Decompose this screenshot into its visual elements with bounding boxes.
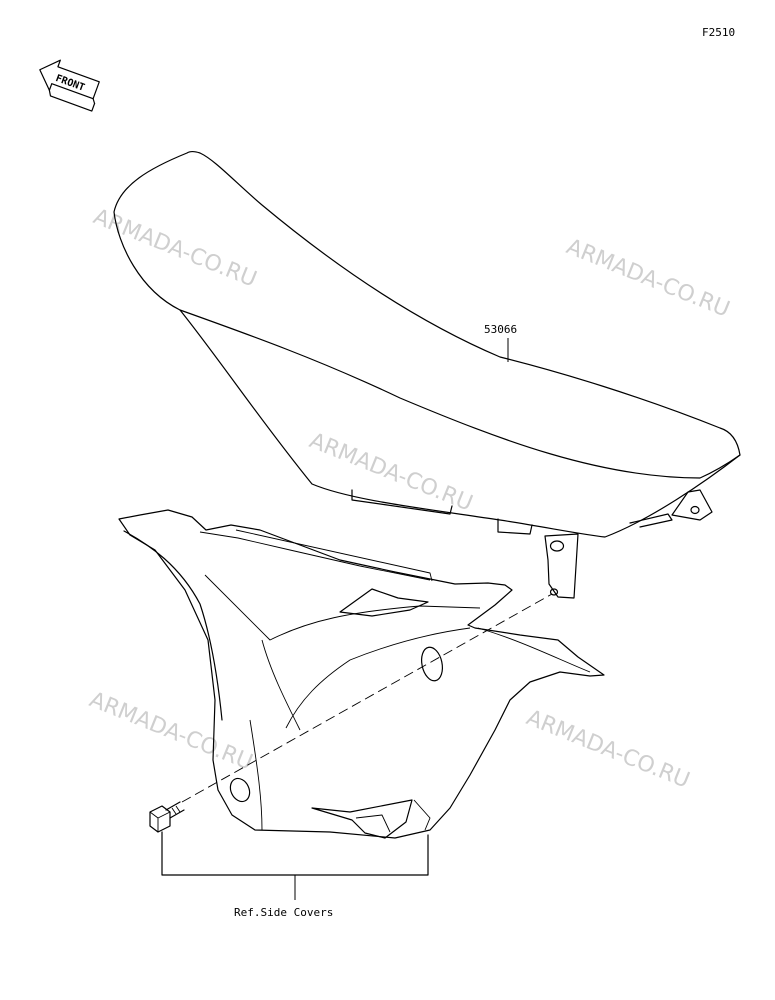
side-cover <box>118 509 605 839</box>
reference-label: Ref.Side Covers <box>234 906 333 919</box>
watermark-2: ARMADA-CO.RU <box>563 234 733 322</box>
seat <box>113 150 741 599</box>
bolt <box>149 801 185 833</box>
assembly-line <box>181 593 553 803</box>
watermark-4: ARMADA-CO.RU <box>86 687 256 775</box>
watermark-5: ARMADA-CO.RU <box>523 705 693 793</box>
front-arrow-icon: FRONT <box>39 59 100 112</box>
callout-seat: 53066 <box>484 323 517 362</box>
callout-reference: Ref.Side Covers <box>161 831 429 919</box>
seat-part-number: 53066 <box>484 323 517 336</box>
watermarks: ARMADA-CO.RU ARMADA-CO.RU ARMADA-CO.RU A… <box>86 204 733 793</box>
figure-code: F2510 <box>702 26 735 39</box>
